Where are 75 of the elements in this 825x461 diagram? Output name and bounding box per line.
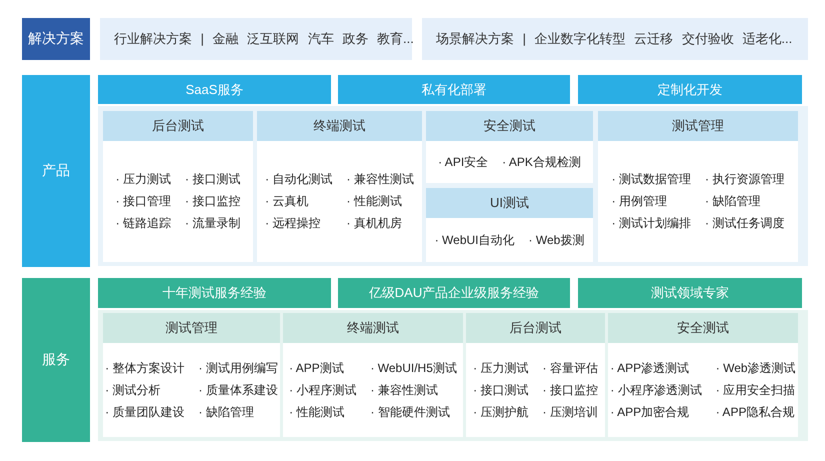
list-item: · WebUI自动化	[434, 232, 514, 248]
list-item: · 小程序渗透测试	[610, 382, 702, 398]
list-item: · 接口管理	[116, 194, 171, 209]
feature-banner: 十年测试服务经验	[98, 278, 331, 308]
list-item: · 测试数据管理	[612, 172, 691, 187]
column-header: 后台测试	[466, 313, 605, 343]
list-item: · 整体方案设计	[105, 360, 184, 376]
column-header: 测试管理	[598, 111, 798, 141]
list-item: · 执行资源管理	[705, 172, 784, 187]
category-label: 解决方案	[22, 18, 90, 60]
column-header: 安全测试	[608, 313, 798, 343]
list-item: · APP测试	[289, 360, 345, 376]
list-item: · 流量录制	[185, 216, 240, 231]
list-item: · 兼容性测试	[346, 172, 414, 187]
list-item: · 云真机	[265, 194, 310, 209]
list-item: · API安全	[438, 154, 488, 170]
list-item: · 压力测试	[473, 360, 528, 376]
column-header: 安全测试	[426, 111, 593, 141]
list-item: · 压测护航	[473, 404, 528, 420]
list-item: · 压测培训	[542, 404, 598, 420]
list-item: · 测试任务调度	[705, 216, 784, 231]
list-item: · Web渗透测试	[716, 360, 796, 376]
list-item: · 接口监控	[185, 194, 240, 209]
section-label: 服务	[22, 278, 90, 442]
list-item: · 容量评估	[542, 360, 598, 376]
feature-banner: 亿级DAU产品企业级服务经验	[338, 278, 570, 308]
list-item: · 接口测试	[185, 172, 240, 187]
feature-banner: 私有化部署	[338, 75, 570, 104]
list-item: · 压力测试	[116, 172, 171, 187]
column-card	[466, 313, 605, 437]
column-card	[257, 111, 422, 262]
list-item: · 兼容性测试	[370, 382, 439, 398]
solution-banner: 场景解决方案 | 企业数字化转型 云迁移 交付验收 适老化...	[422, 18, 808, 60]
list-item: · 远程操控	[265, 216, 322, 231]
list-item: · 性能测试	[346, 194, 403, 209]
list-item: · WebUI/H5测试	[370, 360, 457, 376]
column-card	[283, 313, 463, 437]
column-card	[426, 188, 593, 262]
feature-banner: 测试领域专家	[578, 278, 802, 308]
list-item: · 接口测试	[473, 382, 528, 398]
column-card	[103, 111, 253, 262]
feature-banner: 定制化开发	[578, 75, 802, 104]
list-item: · 应用安全扫描	[716, 382, 796, 398]
list-item: · 真机机房	[346, 216, 403, 231]
list-item: · 测试计划编排	[612, 216, 691, 231]
list-item: · Web拨测	[528, 232, 584, 248]
column-card	[426, 111, 593, 183]
list-item: · APP隐私合规	[716, 404, 796, 420]
column-card	[103, 313, 280, 437]
list-item: · 测试用例编写	[198, 360, 278, 376]
list-item: · 质量体系建设	[198, 382, 278, 398]
column-header: 终端测试	[283, 313, 463, 343]
list-item: · APK合规检测	[502, 154, 581, 170]
list-item: · 性能测试	[289, 404, 346, 420]
section-label: 产品	[22, 75, 90, 267]
list-item: · 缺陷管理	[705, 194, 762, 209]
column-header: 测试管理	[103, 313, 280, 343]
list-item: · 链路追踪	[116, 216, 171, 231]
column-card	[608, 313, 798, 437]
column-header: 后台测试	[103, 111, 253, 141]
list-item: · APP渗透测试	[610, 360, 690, 376]
list-item: · 质量团队建设	[105, 404, 184, 420]
list-item: · 小程序测试	[289, 382, 356, 398]
solution-banner: 行业解决方案 | 金融 泛互联网 汽车 政务 教育...	[100, 18, 412, 60]
list-item: · 用例管理	[612, 194, 668, 209]
column-header: UI测试	[426, 188, 593, 218]
feature-banner: SaaS服务	[98, 75, 331, 104]
list-item: · APP加密合规	[610, 404, 690, 420]
column-header: 终端测试	[257, 111, 422, 141]
column-card	[598, 111, 798, 262]
list-item: · 智能硬件测试	[370, 404, 451, 420]
list-item: · 测试分析	[105, 382, 162, 398]
list-item: · 接口监控	[542, 382, 598, 398]
list-item: · 缺陷管理	[198, 404, 255, 420]
list-item: · 自动化测试	[265, 172, 332, 187]
